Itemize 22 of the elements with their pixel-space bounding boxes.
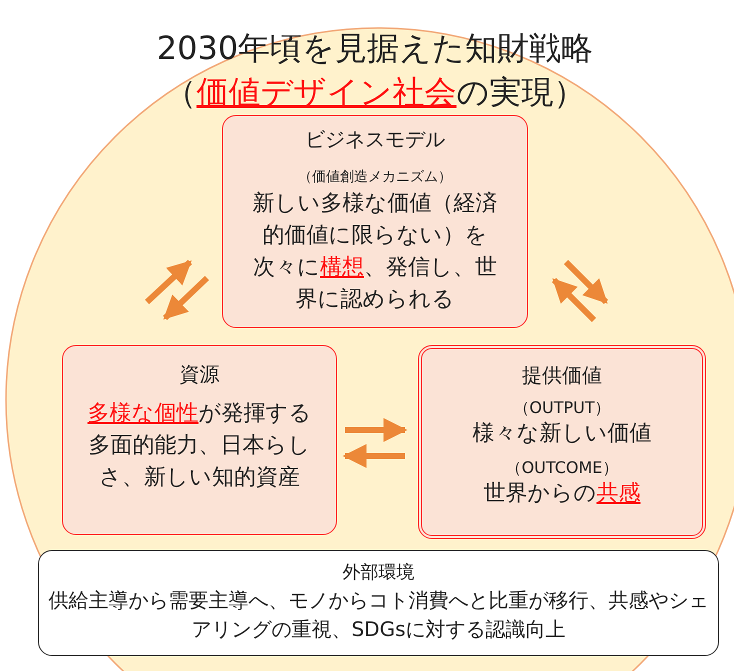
box-text: 供給主導から需要主導へ、モノからコト消費へと比重が移行、共感やシェアリングの重視、SDGsに対する認識向上: [48, 587, 708, 643]
arrow: [552, 278, 596, 322]
box-subheading: （価値創造メカニズム）: [298, 168, 452, 187]
box-text: （OUTCOME）: [506, 457, 618, 479]
box-heading: ビジネスモデル: [305, 126, 445, 152]
arrow: [342, 444, 405, 468]
box-text: 様々な新しい価値: [472, 420, 652, 448]
rounded-box: [38, 550, 719, 656]
arrow: [144, 260, 192, 304]
arrow: [162, 276, 210, 320]
rounded-box: [222, 115, 528, 328]
arrow: [345, 418, 408, 442]
box-heading: 外部環境: [342, 561, 414, 585]
box-text: （OUTPUT）: [513, 397, 611, 419]
rounded-box: [418, 345, 706, 539]
arrow: [564, 260, 608, 304]
box-text: 新しい多様な価値（経済的価値に限らない）を次々に構想、発信し、世界に認められる: [252, 190, 498, 314]
box-text: 世界からの共感: [484, 480, 640, 508]
box-text: 多様な個性が発揮する多面的能力、日本らしさ、新しい知的資産: [86, 400, 312, 492]
box-heading: 資源: [180, 361, 220, 388]
box-heading: 提供価値: [522, 362, 602, 389]
rounded-box: [62, 345, 337, 535]
